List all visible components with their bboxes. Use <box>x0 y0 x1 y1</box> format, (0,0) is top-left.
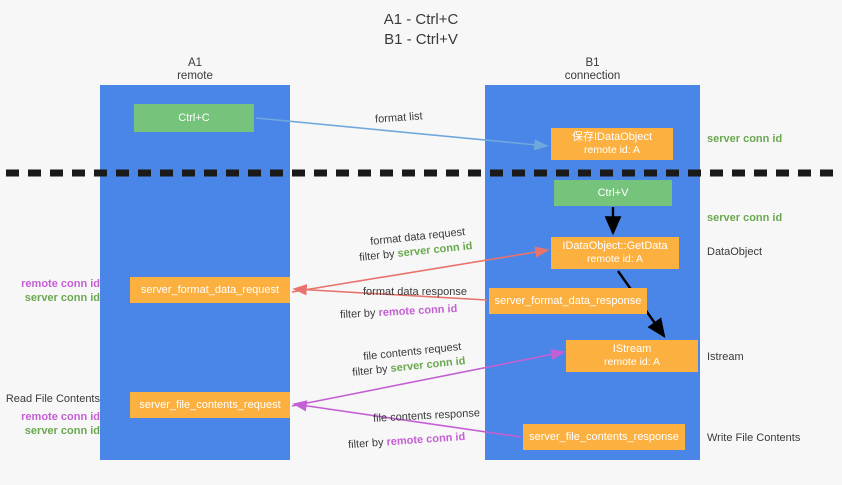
edge-label-file-contents-response-filter: filter by remote conn id <box>348 430 466 452</box>
node-save-idataobject-line2: remote id: A <box>583 144 641 156</box>
label-server-conn-id-lower: server conn id <box>24 425 100 437</box>
node-server-format-data-response-label: server_format_data_response <box>494 294 642 307</box>
node-server-file-contents-request-label: server_file_contents_request <box>139 398 281 411</box>
node-ctrl-c-label: Ctrl+C <box>178 111 210 124</box>
label-write-file-contents: Write File Contents <box>707 432 801 444</box>
label-remote-conn-id-lower: remote conn id <box>21 411 100 423</box>
title-line-2: B1 - Ctrl+V <box>384 31 458 48</box>
node-ctrl-v[interactable]: Ctrl+V <box>554 180 672 206</box>
node-idataobject-getdata[interactable]: IDataObject::GetData remote id: A <box>551 237 679 269</box>
lane-a1-name: A1 <box>187 57 203 69</box>
filter-prefix-1: filter by <box>358 247 399 264</box>
lane-header-a1: A1 remote <box>100 57 290 83</box>
label-conn-ids-upper: remote conn id server conn id <box>8 277 100 305</box>
label-dataobject: DataObject <box>707 246 763 258</box>
node-idataobject-getdata-line2: remote id: A <box>586 253 644 265</box>
node-server-format-data-response[interactable]: server_format_data_response <box>489 288 647 314</box>
node-server-format-data-request-label: server_format_data_request <box>140 283 280 296</box>
node-ctrl-c[interactable]: Ctrl+C <box>134 104 254 132</box>
node-istream-line1: IStream <box>612 343 652 355</box>
node-idataobject-getdata-line1: IDataObject::GetData <box>562 240 668 252</box>
lane-a1-sub: remote <box>177 70 213 82</box>
lane-b1-sub: connection <box>564 70 621 82</box>
filter-prefix-3: filter by <box>351 362 392 379</box>
label-read-file-contents: Read File Contents <box>5 393 100 405</box>
label-server-conn-id-mid: server conn id <box>707 212 783 224</box>
label-server-conn-id-top: server conn id <box>707 133 783 145</box>
node-server-file-contents-response-label: server_file_contents_response <box>529 430 679 443</box>
label-remote-conn-id-upper: remote conn id <box>21 278 100 290</box>
title-line-1: A1 - Ctrl+C <box>383 11 459 28</box>
lane-b1-name: B1 <box>585 57 600 69</box>
filter-key-remote-conn-id-2: remote conn id <box>386 430 466 449</box>
label-conn-ids-lower: remote conn id server conn id <box>8 410 100 438</box>
node-istream[interactable]: IStream remote id: A <box>566 340 698 372</box>
filter-prefix-4: filter by <box>347 436 387 452</box>
edge-label-format-list: format list <box>374 110 424 126</box>
filter-key-remote-conn-id-1: remote conn id <box>378 302 458 320</box>
edge-label-format-data-response: format data response <box>363 286 467 298</box>
node-server-file-contents-request[interactable]: server_file_contents_request <box>130 392 290 418</box>
edge-label-file-contents-response: file contents response <box>372 407 481 425</box>
page-title: A1 - Ctrl+C B1 - Ctrl+V <box>0 10 842 50</box>
node-server-file-contents-response[interactable]: server_file_contents_response <box>523 424 685 450</box>
edge-label-format-data-response-filter: filter by remote conn id <box>340 302 458 322</box>
node-ctrl-v-label: Ctrl+V <box>597 186 629 199</box>
lane-header-b1: B1 connection <box>485 57 700 83</box>
filter-prefix-2: filter by <box>339 307 379 322</box>
node-save-idataobject[interactable]: 保存IDataObject remote id: A <box>551 128 673 160</box>
node-istream-line2: remote id: A <box>603 356 661 368</box>
node-save-idataobject-line1: 保存IDataObject <box>571 131 653 143</box>
label-istream: Istream <box>707 351 744 363</box>
node-server-format-data-request[interactable]: server_format_data_request <box>130 277 290 303</box>
label-server-conn-id-upper: server conn id <box>24 292 100 304</box>
